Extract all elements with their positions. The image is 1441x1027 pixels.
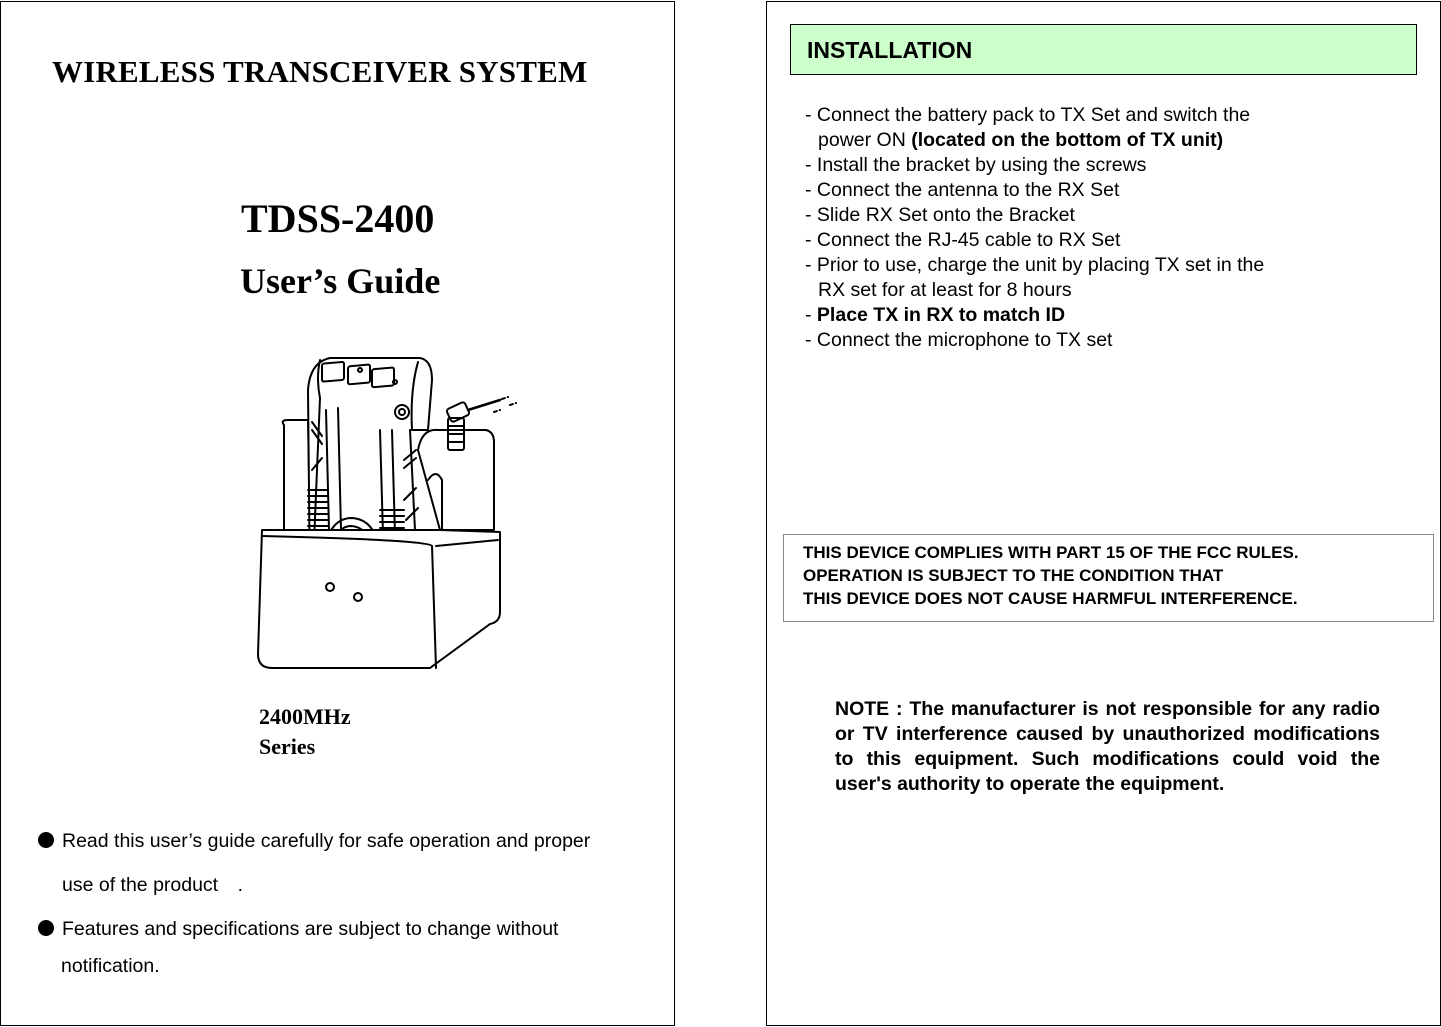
- system-title: WIRELESS TRANSCEIVER SYSTEM: [52, 54, 588, 89]
- series-label: Series: [259, 734, 316, 759]
- bullet-icon: [38, 832, 54, 848]
- fcc-line: OPERATION IS SUBJECT TO THE CONDITION TH…: [803, 566, 1224, 585]
- note-read-guide: Read this user’s guide carefully for saf…: [38, 830, 590, 853]
- install-step: - Place TX in RX to match ID: [805, 304, 1066, 326]
- fcc-line: THIS DEVICE COMPLIES WITH PART 15 OF THE…: [803, 543, 1299, 562]
- install-step: - Connect the battery pack to TX Set and…: [805, 104, 1251, 126]
- installation-page: [766, 1, 1441, 1026]
- install-step: - Install the bracket by using the screw…: [805, 154, 1147, 176]
- guide-title: User’s Guide: [240, 261, 441, 301]
- manufacturer-note: NOTE : The manufacturer is not responsib…: [835, 698, 1380, 795]
- install-step: - Connect the antenna to the RX Set: [805, 179, 1120, 201]
- install-step: - Connect the microphone to TX set: [805, 329, 1113, 351]
- install-step: - Slide RX Set onto the Bracket: [805, 204, 1075, 226]
- bullet-icon: [38, 920, 54, 936]
- installation-header: INSTALLATION: [790, 24, 1417, 75]
- install-step: - Prior to use, charge the unit by placi…: [805, 254, 1265, 276]
- note-specs-change: Features and specifications are subject …: [38, 918, 558, 941]
- transceiver-charger-illustration: [257, 357, 517, 669]
- install-step: RX set for at least for 8 hours: [818, 279, 1072, 301]
- model-title: TDSS-2400: [241, 196, 435, 241]
- note-read-guide-continued: use of the product .: [62, 874, 244, 896]
- install-step: power ON (located on the bottom of TX un…: [818, 129, 1224, 151]
- fcc-compliance-box: THIS DEVICE COMPLIES WITH PART 15 OF THE…: [783, 534, 1434, 622]
- installation-title: INSTALLATION: [807, 37, 973, 63]
- frequency-label: 2400MHz: [259, 704, 351, 729]
- install-step: - Connect the RJ-45 cable to RX Set: [805, 229, 1121, 251]
- fcc-line: THIS DEVICE DOES NOT CAUSE HARMFUL INTER…: [803, 589, 1298, 608]
- note-specs-change-continued: notification.: [61, 955, 160, 977]
